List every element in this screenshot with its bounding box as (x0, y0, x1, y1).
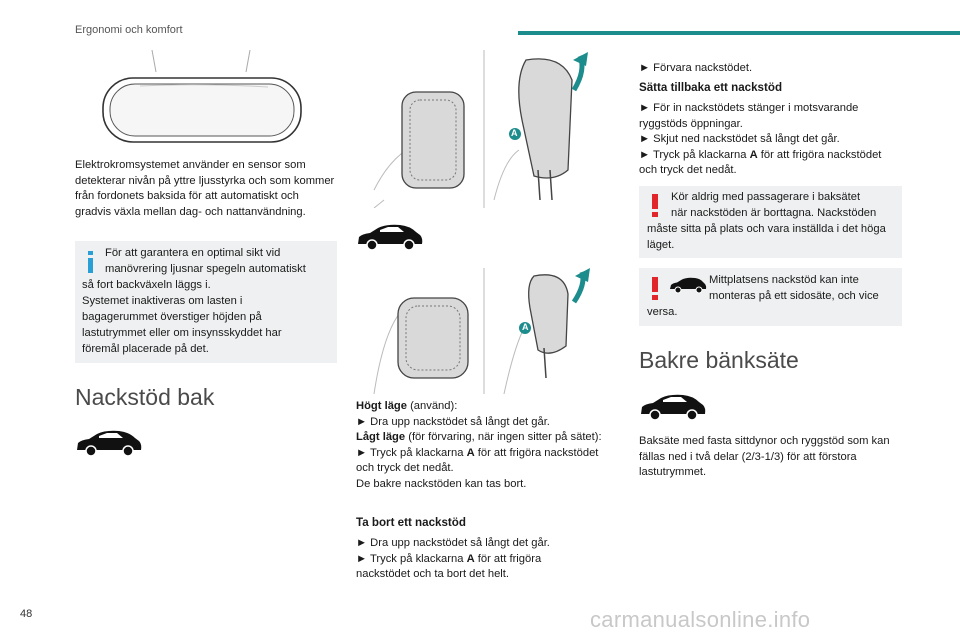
info-line-7: föremål placerade på det. (82, 343, 209, 355)
remove-step-2-pre: ► Tryck på klackarna (356, 552, 467, 565)
refit-heading: Sätta tillbaka ett nackstöd (639, 81, 783, 94)
remove-step-2-post: för att frigöra nackstödet och ta bort d… (356, 552, 542, 581)
section-heading-rear-headrest: Nackstöd bak (75, 384, 215, 410)
warning2-rest: versa. (647, 306, 678, 318)
low-step-post: för att frigöra nackstödet och tryck det… (356, 446, 599, 475)
warning1-line-2: när nackstöden är borttagna. Nackstöden (671, 207, 877, 219)
info-note-box: För att garantera en optimal sikt vid ma… (75, 241, 337, 363)
refit-step-3-post: för att frigöra nackstödet och tryck det… (639, 148, 882, 177)
refit-step-2: ► Skjut ned nackstödet så långt det går. (639, 133, 840, 145)
remove-step-1: ► Dra upp nackstödet så långt det går. (356, 537, 550, 549)
warning-icon (652, 194, 658, 217)
rear-bench-paragraph: Baksäte med fasta sittdynor och ryggstöd… (639, 435, 890, 478)
section-header: Ergonomi och komfort (75, 24, 183, 36)
refit-step-1: ► För in nackstödets stänger i motsvaran… (639, 102, 859, 130)
low-step-pre: ► Tryck på klackarna (356, 446, 467, 459)
warning1-line-1: Kör aldrig med passagerare i baksätet (671, 191, 861, 203)
high-position-label: Högt läge (356, 400, 407, 412)
warning-box-center-headrest: Mittplatsens nackstöd kan inte monteras … (639, 268, 902, 326)
warning-box-passengers: Kör aldrig med passagerare i baksätet nä… (639, 186, 902, 258)
remove-headrest-heading: Ta bort ett nackstöd (356, 516, 466, 529)
label-a-bottom: A (522, 322, 529, 332)
refit-step-3-pre: ► Tryck på klackarna (639, 148, 750, 161)
low-step-bold: A (466, 446, 475, 459)
headrest-high-position-illustration (354, 50, 614, 208)
info-line-1: För att garantera en optimal sikt vid (105, 247, 281, 259)
electrochromic-paragraph: Elektrokromsystemet använder en sensor s… (75, 159, 335, 218)
store-step: ► Förvara nackstödet. (639, 62, 753, 74)
car-icon (641, 394, 706, 421)
warning2-line-2: monteras på ett sidosäte, och vice (709, 290, 879, 302)
warning1-rest: måste sitta på plats och vara inställda … (647, 223, 886, 251)
car-icon (358, 224, 423, 251)
high-position-text: Högt läge (använd): ► Dra upp nackstödet… (356, 399, 606, 492)
high-position-step: ► Dra upp nackstödet så långt det går. (356, 415, 550, 428)
info-line-3: så fort backväxeln läggs i. (82, 279, 211, 291)
section-heading-rear-bench: Bakre bänksäte (639, 347, 799, 373)
removable-note: De bakre nackstöden kan tas bort. (356, 477, 527, 490)
refit-step-3-bold: A (749, 148, 758, 161)
refit-steps: ► För in nackstödets stänger i motsvaran… (639, 101, 894, 179)
watermark: carmanualsonline.info (590, 607, 811, 632)
header-accent-bar (518, 31, 960, 35)
headrest-center-illustration (354, 268, 614, 394)
info-icon (88, 251, 93, 273)
rearview-mirror-illustration (102, 50, 302, 143)
low-position-note: (för förvaring, när ingen sitter på säte… (405, 431, 602, 443)
info-line-6: lastutrymmet eller om insynsskyddet har (82, 327, 282, 339)
label-a-top: A (511, 128, 518, 138)
remove-headrest-steps: ► Dra upp nackstödet så långt det går. ►… (356, 536, 596, 583)
high-position-note: (använd): (406, 400, 458, 412)
car-icon (670, 277, 707, 294)
info-line-2: manövrering ljusnar spegeln automatiskt (105, 263, 306, 275)
remove-step-2-bold: A (466, 552, 475, 565)
info-line-4: Systemet inaktiveras om lasten i (82, 295, 243, 307)
info-line-5: bagagerummet överstiger höjden på (82, 311, 262, 323)
warning-icon (652, 277, 658, 300)
car-icon (77, 430, 142, 457)
page-number: 48 (20, 608, 33, 620)
warning2-line-1: Mittplatsens nackstöd kan inte (709, 274, 859, 286)
low-position-label: Lågt läge (356, 431, 406, 443)
